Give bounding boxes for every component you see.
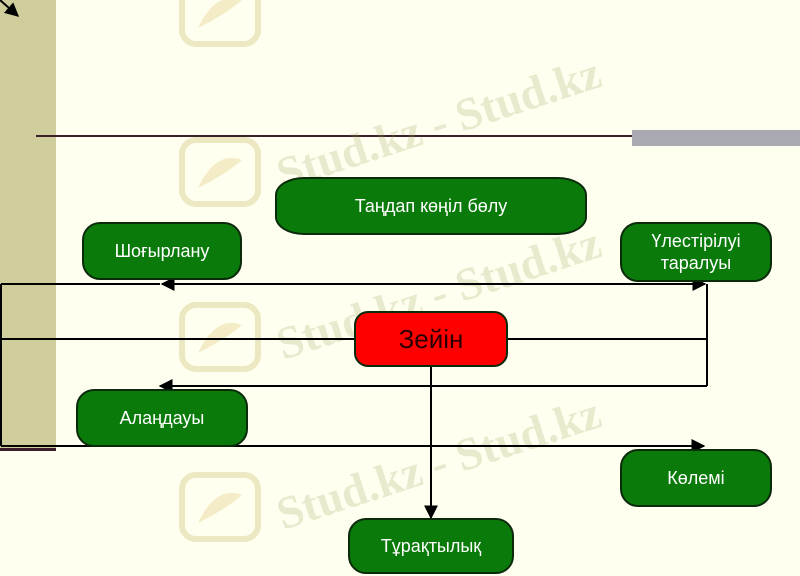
node-attention-center: Зейін xyxy=(354,311,508,367)
left-decor-band xyxy=(0,0,56,450)
node-label: Үлестірілуі таралуы xyxy=(651,231,741,273)
node-distribution: Үлестірілуі таралуы xyxy=(620,222,772,282)
node-absent-mindedness: Алаңдауы xyxy=(76,389,248,447)
corner-arrow xyxy=(0,0,20,17)
node-label: Зейін xyxy=(398,324,464,354)
top-rule-line xyxy=(36,135,634,137)
node-label: Таңдап көңіл бөлу xyxy=(354,196,508,216)
left-band-edge xyxy=(0,448,56,451)
top-rule-gray-bar xyxy=(632,130,800,146)
watermark-logo-icon xyxy=(179,137,261,207)
watermark-logo-icon xyxy=(179,302,261,372)
node-volume: Көлемі xyxy=(620,449,772,507)
node-distraction: Шоғырлану xyxy=(82,222,242,280)
node-stability: Тұрақтылық xyxy=(348,518,514,574)
node-label: Көлемі xyxy=(667,468,725,488)
node-label: Тұрақтылық xyxy=(380,536,482,556)
node-label: Алаңдауы xyxy=(119,408,205,428)
watermark-logo-icon xyxy=(179,0,261,47)
watermark-logo-icon xyxy=(179,472,261,542)
node-label: Шоғырлану xyxy=(114,241,210,261)
node-selective-attention: Таңдап көңіл бөлу xyxy=(275,177,587,235)
